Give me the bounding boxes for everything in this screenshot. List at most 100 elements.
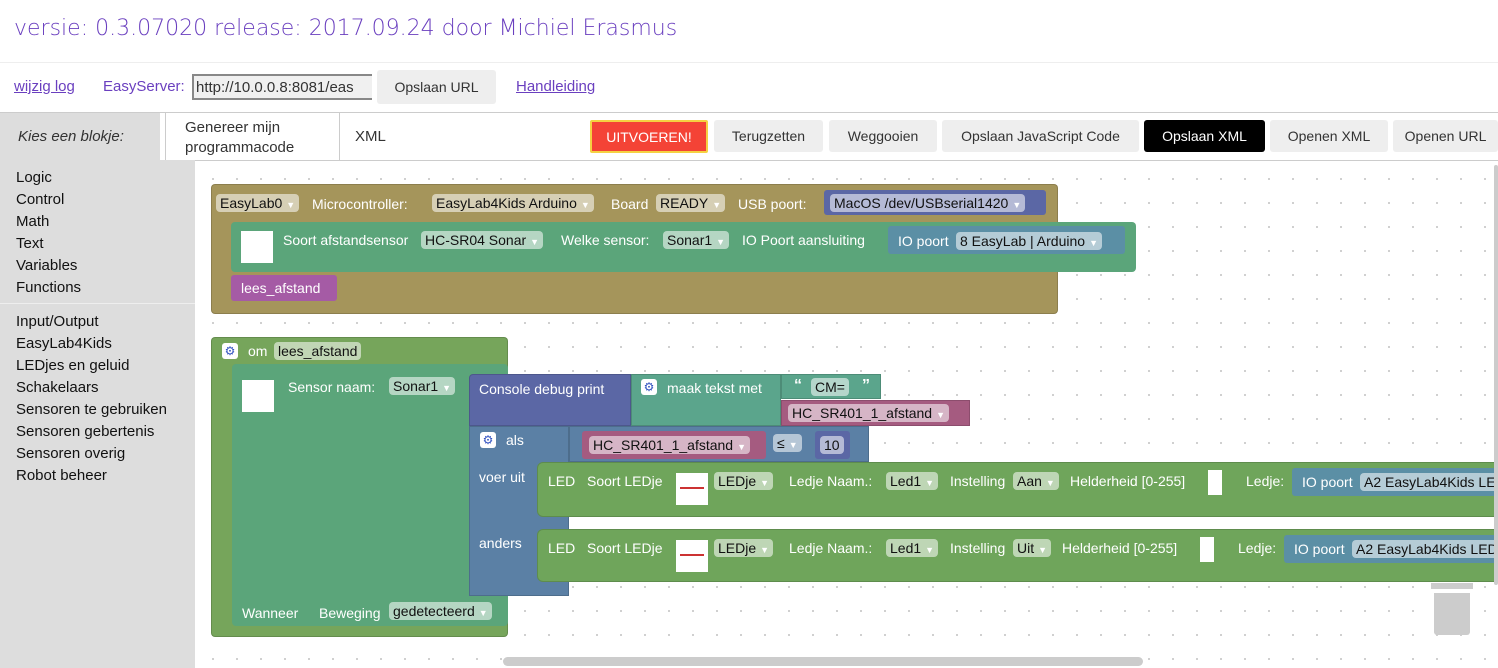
operator-dropdown[interactable]: ≤▼	[773, 434, 802, 452]
io-port-dropdown[interactable]: A2 EasyLab4Kids LE	[1360, 473, 1498, 491]
label: lees_afstand	[241, 280, 321, 296]
changelog-link[interactable]: wijzig log	[14, 78, 75, 95]
toolbox-sidebar: Logic Control Math Text Variables Functi…	[0, 160, 195, 668]
sidebar-item-control[interactable]: Control	[16, 191, 65, 208]
number-field[interactable]: 10	[820, 436, 844, 454]
variable-dropdown[interactable]: HC_SR401_1_afstand▼	[589, 436, 751, 454]
micro-dropdown[interactable]: EasyLab4Kids Arduino▼	[432, 194, 594, 212]
label: Helderheid [0-255]	[1062, 540, 1178, 556]
trash-icon[interactable]	[1434, 593, 1470, 635]
manual-link[interactable]: Handleiding	[516, 78, 596, 95]
led-name-dropdown[interactable]: Led1▼	[886, 472, 939, 490]
sensor-name-dropdown[interactable]: Sonar1▼	[389, 377, 456, 395]
sidebar-item-sensors-other[interactable]: Sensoren overig	[16, 445, 126, 462]
label: IO poort	[1302, 474, 1353, 490]
reset-button[interactable]: Terugzetten	[714, 120, 823, 152]
toolbox-label: Kies een blokje:	[0, 113, 160, 160]
sidebar-item-variables[interactable]: Variables	[16, 257, 78, 274]
sensor-event-block[interactable]: Sensor naam: Sonar1▼ Wanneer Beweging ge…	[232, 364, 508, 626]
led-type-dropdown[interactable]: LEDje▼	[714, 539, 774, 557]
label: Instelling	[950, 473, 1006, 489]
text-block[interactable]: “ CM= ”	[781, 374, 881, 399]
trash-lid-icon[interactable]	[1431, 583, 1473, 589]
function-block[interactable]: ⚙ om lees_afstand Sensor naam: Sonar1▼ W…	[211, 337, 508, 637]
label: Microcontroller:	[312, 196, 408, 212]
vertical-scrollbar[interactable]	[1494, 165, 1498, 585]
gear-icon[interactable]: ⚙	[222, 343, 238, 359]
led-block-on[interactable]: LED Soort LEDje LEDje▼ Ledje Naam.: Led1…	[537, 462, 1498, 517]
open-xml-button[interactable]: Openen XML	[1270, 120, 1388, 152]
sidebar-item-math[interactable]: Math	[16, 213, 50, 230]
sidebar-item-io[interactable]: Input/Output	[16, 313, 99, 330]
label: voer uit	[479, 469, 525, 485]
label: Wanneer	[242, 605, 299, 621]
save-js-button[interactable]: Opslaan JavaScript Code	[942, 120, 1139, 152]
divider	[160, 160, 1498, 161]
label: IO Poort aansluiting	[742, 232, 865, 248]
led-image	[676, 540, 708, 572]
led-name-dropdown[interactable]: Led1▼	[886, 539, 939, 557]
sidebar-item-sensors[interactable]: Sensoren te gebruiken	[16, 401, 167, 418]
sidebar-item-robot[interactable]: Robot beheer	[16, 467, 107, 484]
sidebar-item-sensor-events[interactable]: Sensoren gebertenis	[16, 423, 155, 440]
brightness-input[interactable]	[1208, 470, 1222, 495]
gear-icon[interactable]: ⚙	[641, 379, 657, 395]
label: Sensor naam:	[288, 379, 376, 395]
io-port-dropdown[interactable]: A2 EasyLab4Kids LED	[1352, 540, 1498, 558]
divider	[0, 303, 195, 304]
label: Ledje:	[1246, 473, 1285, 489]
label: om	[248, 343, 268, 359]
text-field[interactable]: CM=	[811, 378, 849, 396]
divider	[0, 62, 1498, 63]
setup-block[interactable]: EasyLab0▼ Microcontroller: EasyLab4Kids …	[211, 184, 1136, 314]
sidebar-item-switches[interactable]: Schakelaars	[16, 379, 99, 396]
server-url-input[interactable]: http://10.0.0.8:8081/eas	[192, 74, 372, 100]
sensor-which-dropdown[interactable]: Sonar1▼	[663, 231, 730, 249]
led-setting-dropdown[interactable]: Aan▼	[1013, 472, 1059, 490]
label: Soort LEDje	[587, 540, 663, 556]
label: Ledje:	[1238, 540, 1277, 556]
sidebar-item-text[interactable]: Text	[16, 235, 44, 252]
label: LED	[548, 540, 576, 556]
usb-port-dropdown[interactable]: MacOS /dev/USBserial1420▼	[830, 194, 1026, 212]
sidebar-item-logic[interactable]: Logic	[16, 169, 52, 186]
label: Beweging	[319, 605, 381, 621]
console-print-block[interactable]: Console debug print	[469, 374, 631, 426]
join-text-block[interactable]: ⚙ maak tekst met	[631, 374, 781, 426]
compare-block[interactable]: HC_SR401_1_afstand▼ ≤▼ 10	[569, 426, 869, 462]
sidebar-item-functions[interactable]: Functions	[16, 279, 82, 296]
label: Instelling	[950, 540, 1006, 556]
sensor-setup-block[interactable]: Soort afstandsensor HC-SR04 Sonar▼ Welke…	[231, 222, 1136, 272]
sensor-type-dropdown[interactable]: HC-SR04 Sonar▼	[421, 231, 544, 249]
tab-xml[interactable]: XML	[355, 128, 386, 145]
led-type-dropdown[interactable]: LEDje▼	[714, 472, 774, 490]
led-block-off[interactable]: LED Soort LEDje LEDje▼ Ledje Naam.: Led1…	[537, 529, 1498, 582]
function-name-field[interactable]: lees_afstand	[274, 342, 362, 360]
save-xml-button[interactable]: Opslaan XML	[1144, 120, 1265, 152]
sidebar-item-easylab4kids[interactable]: EasyLab4Kids	[16, 335, 112, 352]
label: Welke sensor:	[561, 232, 650, 248]
variable-block[interactable]: HC_SR401_1_afstand▼	[781, 400, 970, 426]
label: Helderheid [0-255]	[1070, 473, 1186, 489]
save-url-button[interactable]: Opslaan URL	[377, 70, 496, 104]
led-setting-dropdown[interactable]: Uit▼	[1013, 539, 1052, 557]
motion-dropdown[interactable]: gedetecteerd▼	[389, 602, 492, 620]
brightness-input[interactable]	[1200, 537, 1214, 562]
horizontal-scrollbar[interactable]	[503, 657, 1143, 666]
label: IO poort	[1294, 541, 1345, 557]
label: LED	[548, 473, 576, 489]
sonar-sensor-image	[242, 380, 274, 412]
io-port-dropdown[interactable]: 8 EasyLab | Arduino▼	[956, 232, 1102, 250]
call-lees-afstand-block[interactable]: lees_afstand	[231, 275, 337, 301]
board-name-dropdown[interactable]: EasyLab0▼	[216, 194, 300, 212]
discard-button[interactable]: Weggooien	[829, 120, 937, 152]
board-dropdown[interactable]: READY▼	[656, 194, 726, 212]
sidebar-item-leds[interactable]: LEDjes en geluid	[16, 357, 130, 374]
open-url-button[interactable]: Openen URL	[1393, 120, 1498, 152]
gear-icon[interactable]: ⚙	[480, 432, 496, 448]
variable-dropdown[interactable]: HC_SR401_1_afstand▼	[788, 404, 950, 422]
run-button[interactable]: UITVOEREN!	[590, 120, 708, 153]
label: USB poort:	[738, 196, 807, 212]
label: Board	[611, 196, 649, 212]
